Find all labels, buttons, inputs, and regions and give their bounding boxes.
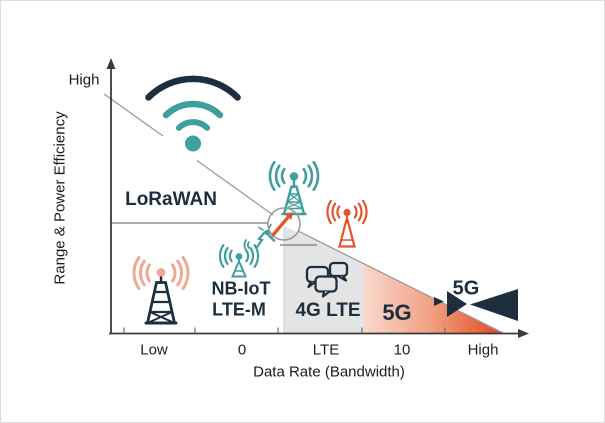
wifi-signal-icon <box>145 75 241 152</box>
x-tick-0: 0 <box>237 341 247 359</box>
x-tick-low: Low <box>140 341 168 359</box>
label-nbiot: NB-IoT <box>211 278 271 299</box>
x-axis <box>109 329 529 338</box>
tradeoff-diagonal-line <box>103 93 504 334</box>
label-5g-mmwave: 5G <box>452 277 480 300</box>
label-lorawan: LoRaWAN <box>125 189 217 210</box>
label-4g-lte: 4G LTE <box>295 300 361 321</box>
y-axis-high-label: High <box>68 71 100 89</box>
x-tick-lte: LTE <box>312 341 340 359</box>
lattice-tower-navy-icon <box>132 256 190 325</box>
x-tick-high: High <box>467 341 499 359</box>
cell-tower-teal-icon <box>268 160 320 216</box>
x-axis-title: Data Rate (Bandwidth) <box>253 363 405 381</box>
chat-bubbles-icon <box>305 261 349 298</box>
tradeoff-point-icon <box>267 207 301 241</box>
5g-beam-icon <box>434 289 518 321</box>
x-axis-ticks <box>123 327 446 333</box>
label-5g-region: 5G <box>382 300 412 325</box>
iot-drone-icon <box>243 223 276 251</box>
radio-tower-orange-icon <box>326 199 368 248</box>
label-ltem: LTE-M <box>212 299 266 320</box>
y-axis <box>106 58 116 334</box>
small-cell-tower-teal-icon <box>218 244 260 278</box>
x-tick-10: 10 <box>393 341 411 359</box>
y-axis-title: Range & Power Efficiency <box>51 111 69 285</box>
